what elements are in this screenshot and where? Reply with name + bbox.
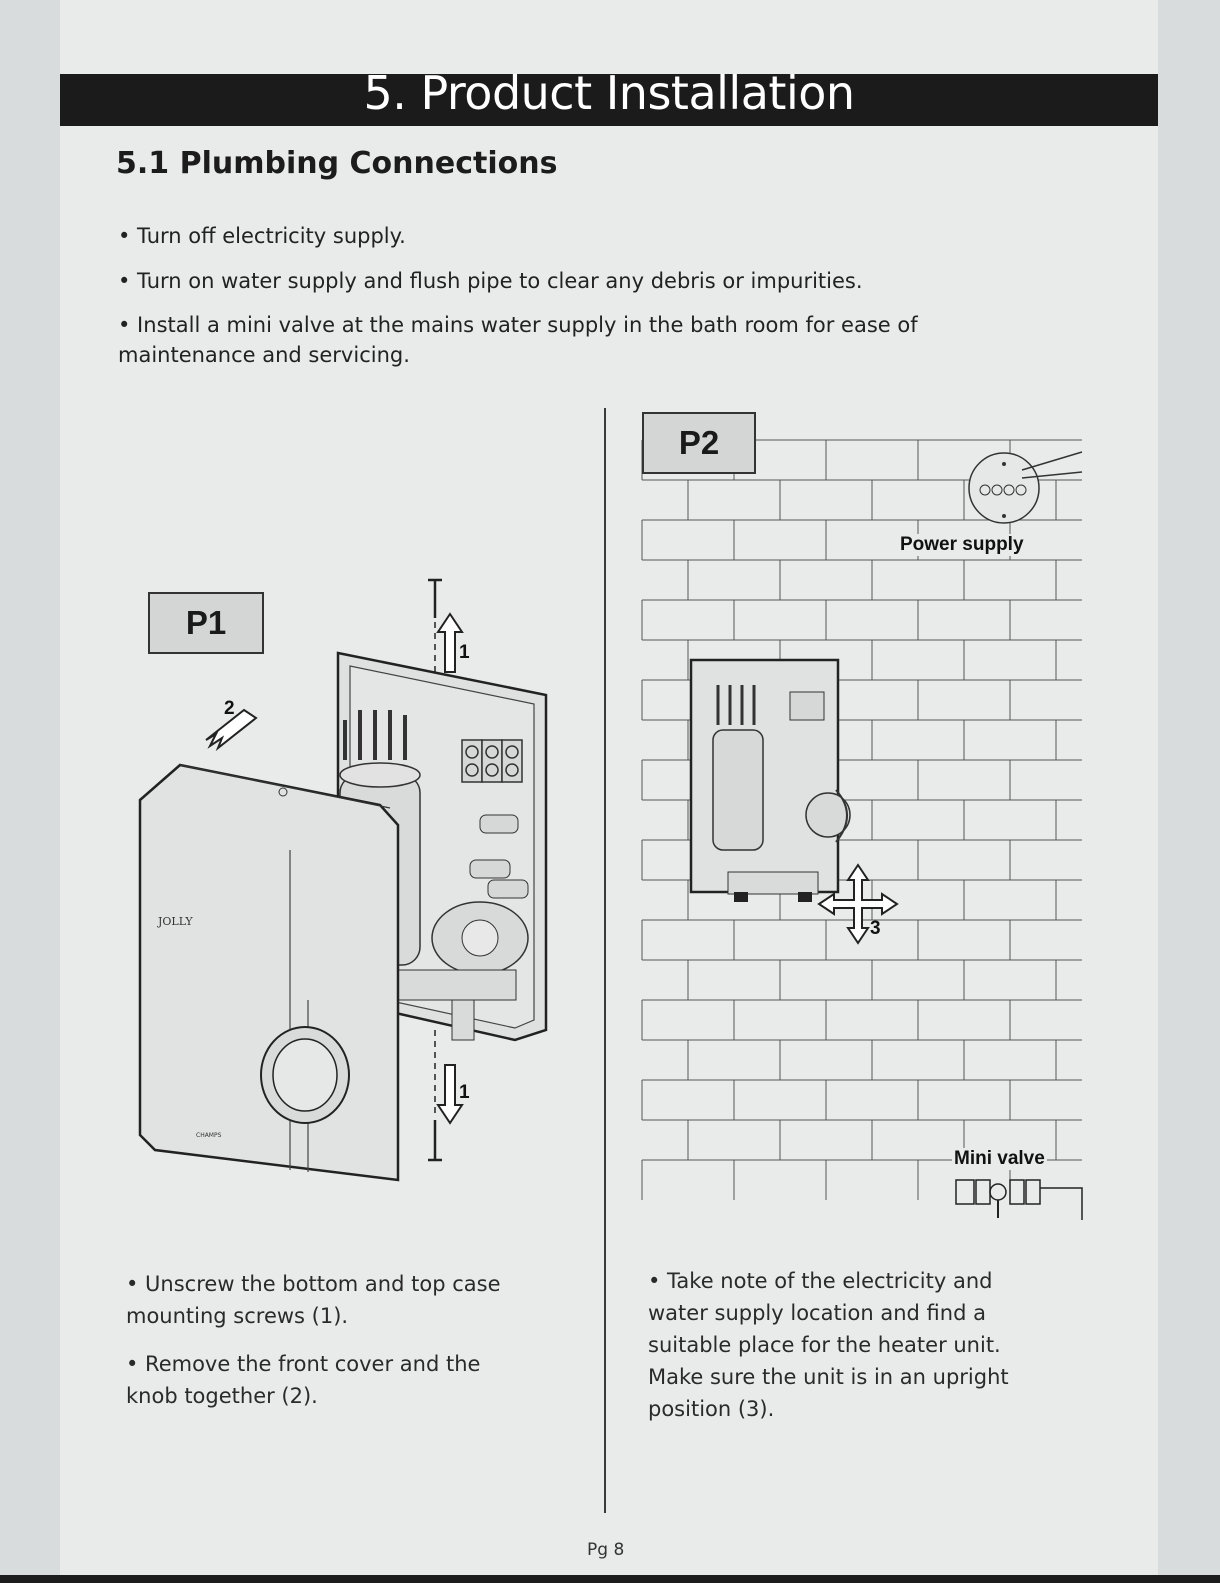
figure-p1: P1 — [60, 560, 600, 1200]
manual-page: 5. Product Installation 5.1 Plumbing Con… — [60, 0, 1158, 1575]
figure-p2: P2 Power supply Mini valve 3 — [638, 410, 1088, 1230]
figure-p2-label: P2 — [642, 412, 756, 474]
arrow-label-upright: 3 — [870, 918, 881, 939]
arrow-label-top: 1 — [459, 642, 470, 663]
page-number: Pg 8 — [587, 1540, 625, 1560]
caption-right-3: suitable place for the heater unit. — [648, 1333, 1001, 1357]
caption-left-2: mounting screws (1). — [126, 1304, 349, 1328]
caption-right-1: • Take note of the electricity and — [648, 1269, 993, 1293]
caption-left-3: • Remove the front cover and the — [126, 1352, 481, 1376]
caption-left-4: knob together (2). — [126, 1384, 318, 1408]
page-margin-right — [1158, 0, 1220, 1575]
caption-right-2: water supply location and find a — [648, 1301, 986, 1325]
bottom-edge — [0, 1575, 1220, 1583]
bullet-mini-valve: • Install a mini valve at the mains wate… — [118, 313, 918, 337]
heater-exploded-diagram — [138, 578, 548, 1182]
figure-p1-label: P1 — [148, 592, 264, 654]
page-margin-left — [0, 0, 60, 1575]
brick-wall-diagram — [641, 439, 1083, 1220]
bullet-electricity: • Turn off electricity supply. — [118, 224, 406, 248]
bullet-water: • Turn on water supply and flush pipe to… — [118, 269, 863, 293]
brand-logo: JOLLY — [158, 915, 193, 928]
page-title: 5. Product Installation — [363, 74, 855, 120]
arrow-label-front: 2 — [224, 698, 235, 719]
section-title: 5.1 Plumbing Connections — [116, 146, 558, 181]
bullet-mini-valve-cont: maintenance and servicing. — [118, 343, 410, 367]
caption-left-1: • Unscrew the bottom and top case — [126, 1272, 501, 1296]
column-divider — [604, 408, 606, 1513]
arrow-label-bottom: 1 — [459, 1082, 470, 1103]
header-bar: 5. Product Installation — [60, 74, 1158, 126]
caption-right-5: position (3). — [648, 1397, 775, 1421]
mini-valve-label: Mini valve — [952, 1148, 1047, 1170]
power-supply-label: Power supply — [898, 534, 1026, 556]
caption-right-4: Make sure the unit is in an upright — [648, 1365, 1009, 1389]
maker-logo: CHAMPS — [196, 1132, 222, 1139]
